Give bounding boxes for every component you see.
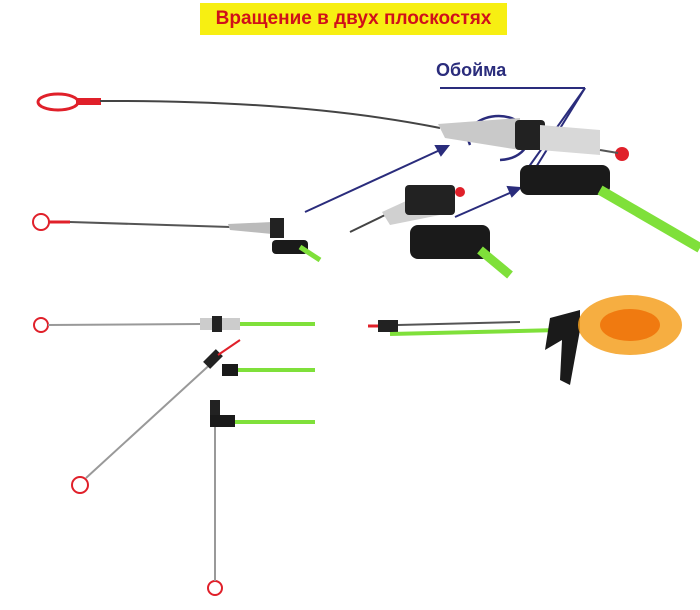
rod-with-reel	[368, 295, 682, 385]
large-rod-top	[36, 92, 700, 253]
arrows	[304, 145, 523, 218]
callout-label: Обойма	[436, 60, 507, 80]
title-banner: Вращение в двух плоскостях	[200, 3, 507, 35]
rotation-positions	[33, 316, 315, 596]
small-rod-left	[32, 213, 322, 263]
closeup-rod	[349, 185, 513, 279]
